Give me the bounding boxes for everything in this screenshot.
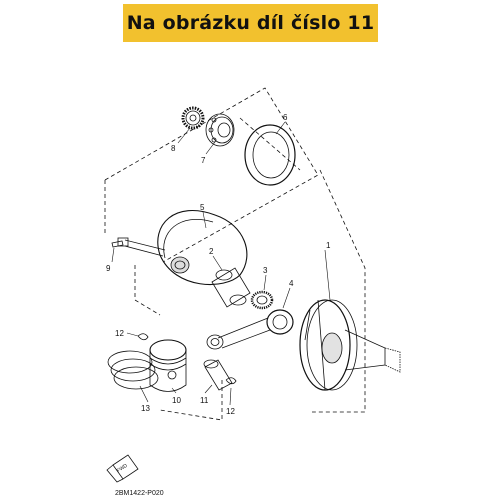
piston-pin-part <box>203 359 233 391</box>
callout-2: 2 <box>209 247 214 256</box>
circlip-part <box>225 377 237 385</box>
circlip-part <box>137 333 149 341</box>
connecting-rod-part <box>206 309 294 350</box>
callout-9: 9 <box>106 264 111 273</box>
leader-lines <box>111 121 331 406</box>
needle-bearing-part <box>250 290 274 310</box>
callout-13: 13 <box>141 404 150 413</box>
callout-10: 10 <box>172 396 181 405</box>
crankshaft-part <box>299 299 401 391</box>
crank-web-part <box>117 210 248 286</box>
callout-12: 12 <box>226 407 235 416</box>
piston-rings-part <box>107 350 159 390</box>
crank-pin-part <box>211 267 251 308</box>
fwd-arrow-icon <box>106 454 139 483</box>
callout-5: 5 <box>200 203 205 212</box>
callout-4: 4 <box>289 279 294 288</box>
callout-3: 3 <box>263 266 268 275</box>
callout-1: 1 <box>326 241 331 250</box>
callout-6: 6 <box>283 113 288 122</box>
highlight-banner: Na obrázku díl číslo 11 <box>123 4 378 42</box>
key-pin-part <box>111 240 124 248</box>
callout-7: 7 <box>201 156 206 165</box>
drive-gear-part <box>181 106 205 130</box>
callout-12: 12 <box>115 329 124 338</box>
seal-ring-part <box>244 124 296 186</box>
drawing-code: 2BM1422-P020 <box>115 490 164 497</box>
fwd-label: FWD <box>116 463 129 474</box>
bearing-part <box>205 113 235 147</box>
callout-8: 8 <box>171 144 176 153</box>
callout-11: 11 <box>200 396 209 405</box>
banner-text: Na obrázku díl číslo 11 <box>126 12 375 34</box>
